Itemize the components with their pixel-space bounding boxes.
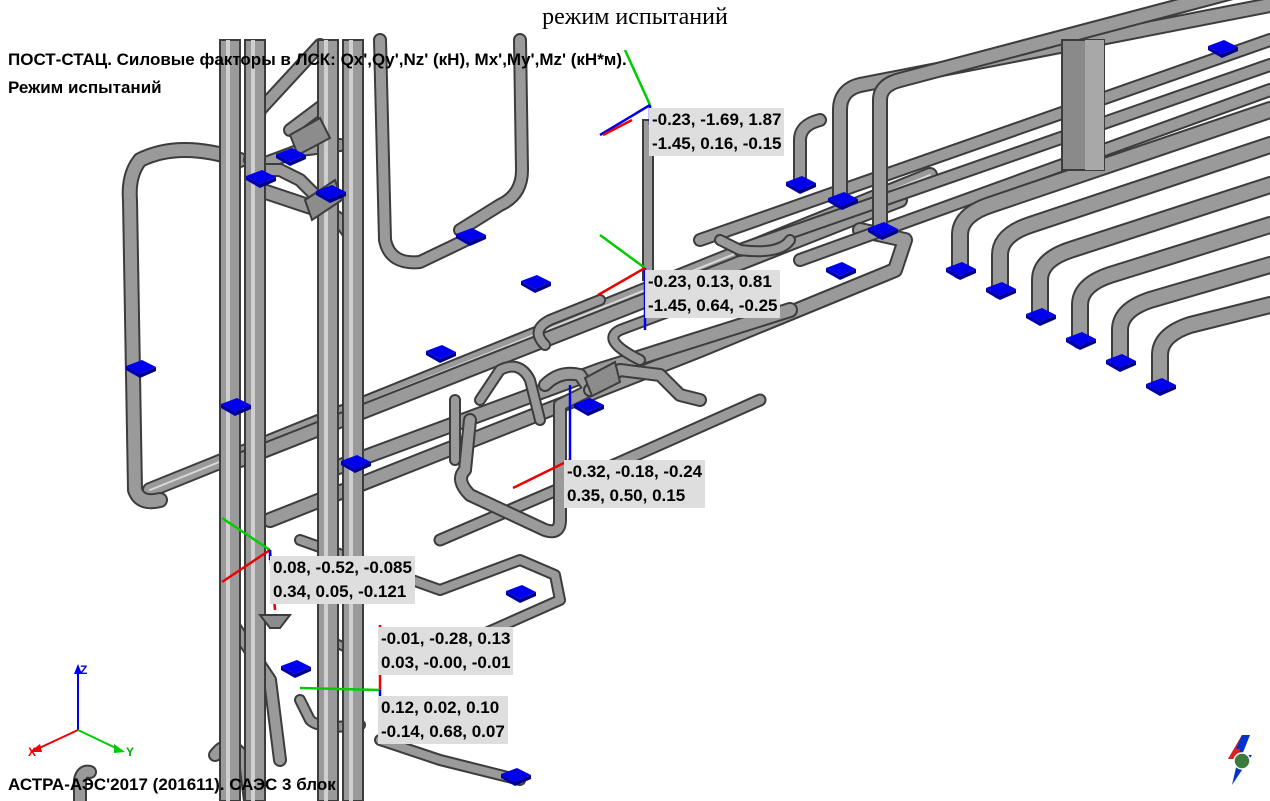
force-label-forces: -0.32, -0.18, -0.24 — [567, 462, 703, 481]
force-label-moments: 0.34, 0.05, -0.121 — [273, 582, 407, 601]
result-header-line1: ПОСТ-СТАЦ. Силовые факторы в ЛСК: Qx',Qy… — [8, 50, 627, 69]
force-label-moments: -1.45, 0.64, -0.25 — [648, 296, 778, 315]
local-axes-3 — [512, 385, 572, 490]
force-label-2: -0.23, 0.13, 0.81 -1.45, 0.64, -0.25 — [645, 270, 781, 318]
force-label-forces: -0.01, -0.28, 0.13 — [381, 629, 511, 648]
force-label-5: -0.01, -0.28, 0.13 0.03, -0.00, -0.01 — [378, 627, 514, 675]
pipe-run-upper-right — [693, 0, 1270, 267]
force-label-1: -0.23, -1.69, 1.87 -1.45, 0.16, -0.15 — [649, 108, 785, 156]
force-label-forces: 0.12, 0.02, 0.10 — [381, 698, 500, 717]
force-label-4: 0.08, -0.52, -0.085 0.34, 0.05, -0.121 — [270, 556, 415, 604]
force-label-forces: 0.08, -0.52, -0.085 — [273, 558, 412, 577]
force-label-6: 0.12, 0.02, 0.10 -0.14, 0.68, 0.07 — [378, 696, 508, 744]
force-label-3: -0.32, -0.18, -0.24 0.35, 0.50, 0.15 — [564, 460, 706, 508]
pipe-verticals — [219, 39, 654, 801]
window-caption: режим испытаний — [542, 4, 728, 30]
pipe-run-lower — [73, 534, 566, 801]
column-upper-right — [1061, 39, 1105, 171]
astra-logo-icon — [1228, 735, 1252, 785]
pipe-run-right-bundle — [951, 101, 1270, 394]
global-axis-x-label: X — [28, 745, 36, 759]
app-footer: АСТРА-АЭС'2017 (201611). САЭС 3 блок — [8, 775, 336, 794]
force-label-moments: -1.45, 0.16, -0.15 — [652, 134, 782, 153]
force-label-forces: -0.23, -1.69, 1.87 — [652, 110, 782, 129]
pipe-run-middle-loops — [449, 234, 796, 539]
global-axis-y-label: Y — [126, 745, 134, 759]
force-label-moments: 0.03, -0.00, -0.01 — [381, 653, 511, 672]
global-axis-z-label: Z — [80, 663, 87, 677]
reducer-cones — [257, 116, 622, 629]
force-label-moments: -0.14, 0.68, 0.07 — [381, 722, 505, 741]
force-label-moments: 0.35, 0.50, 0.15 — [567, 486, 686, 505]
global-axes-triad — [30, 664, 125, 753]
result-header-line2: Режим испытаний — [8, 78, 162, 97]
force-label-forces: -0.23, 0.13, 0.81 — [648, 272, 772, 291]
